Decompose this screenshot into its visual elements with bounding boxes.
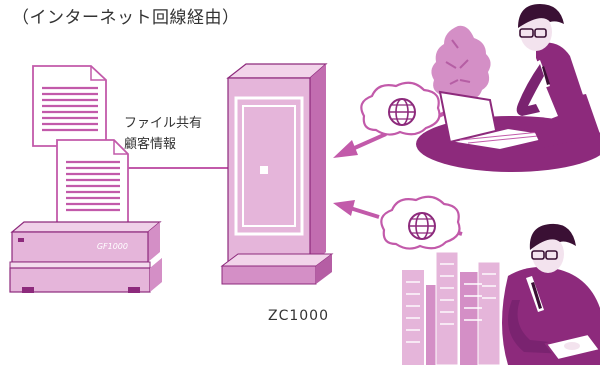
cloud-globe-icon bbox=[360, 81, 441, 136]
diagram-caption: （インターネット回線経由） bbox=[12, 8, 240, 28]
city-buildings-icon bbox=[402, 251, 501, 366]
document-icon bbox=[32, 65, 107, 147]
device-label: ZC1000 bbox=[268, 308, 329, 324]
files-label: ファイル共有 顧客情報 bbox=[124, 113, 202, 155]
person-laptop-icon bbox=[438, 4, 600, 152]
person-tablet-icon bbox=[502, 223, 600, 365]
firewall-device-icon bbox=[220, 63, 334, 285]
server-label: GF1000 bbox=[97, 242, 128, 251]
files-label-line2: 顧客情報 bbox=[124, 137, 177, 152]
files-label-line1: ファイル共有 bbox=[124, 116, 203, 131]
document-icon bbox=[56, 139, 129, 225]
cloud-globe-icon bbox=[380, 195, 461, 250]
server-icon: GF1000 bbox=[9, 221, 162, 293]
